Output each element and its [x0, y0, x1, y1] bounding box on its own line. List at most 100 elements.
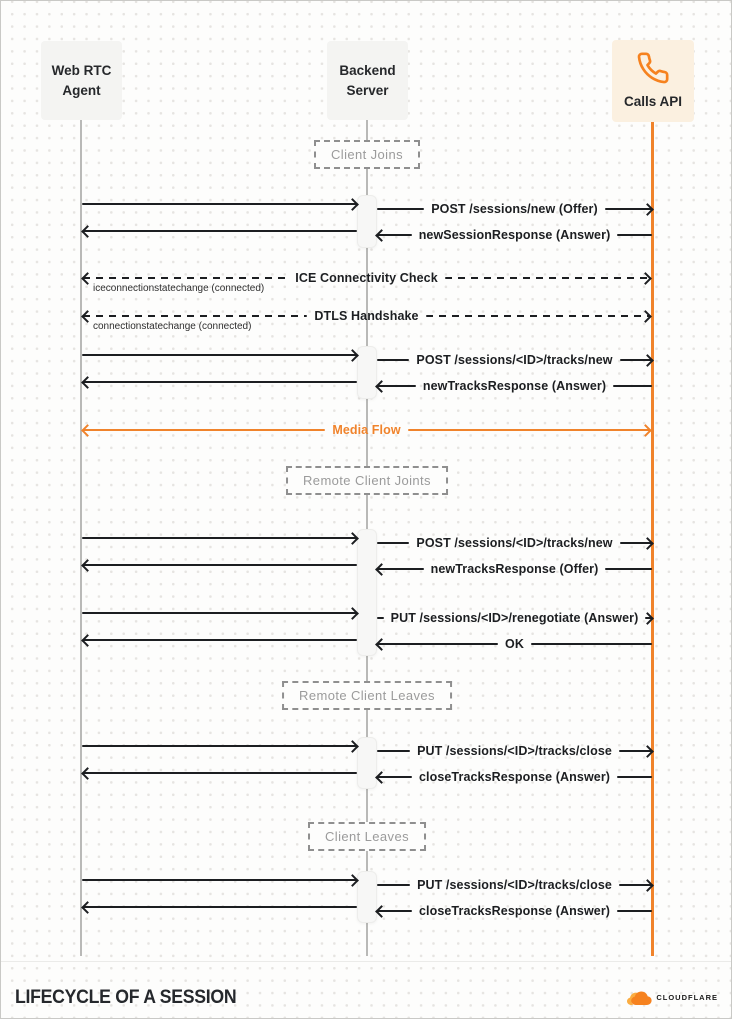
- arrow-line: [613, 384, 653, 388]
- request-arrow: POST /sessions/new (Offer): [377, 200, 654, 218]
- actor-label: Web RTC: [51, 62, 112, 78]
- actor-box-calls-api: Calls API: [612, 40, 694, 122]
- arrow-line: [83, 380, 357, 384]
- arrowhead-left-icon: [375, 228, 388, 242]
- response-arrow: newSessionResponse (Answer): [375, 226, 653, 244]
- response-arrow: OK: [375, 635, 653, 653]
- section-label: Remote Client Leaves: [282, 681, 452, 710]
- message-label: newSessionResponse (Answer): [418, 228, 611, 242]
- request-arrow: [82, 195, 359, 213]
- arrowhead-right-icon: [641, 202, 654, 216]
- message-label: newTracksResponse (Offer): [430, 562, 599, 576]
- message-label: closeTracksResponse (Answer): [418, 770, 611, 784]
- arrowhead-right-icon: [639, 309, 652, 323]
- message-label: closeTracksResponse (Answer): [418, 904, 611, 918]
- arrow-line: [407, 428, 650, 432]
- message-label: OK: [505, 637, 524, 651]
- arrow-line: [619, 541, 652, 545]
- arrow-line: [377, 883, 411, 887]
- arrow-line: [83, 563, 357, 567]
- arrow-line: [377, 909, 412, 913]
- arrow-line: [605, 567, 652, 571]
- activation-bar: [357, 195, 377, 248]
- phone-icon: [636, 51, 670, 85]
- arrowhead-left-icon: [81, 271, 94, 285]
- request-arrow: [82, 604, 359, 622]
- arrow-line: [618, 883, 652, 887]
- response-arrow: [81, 898, 357, 916]
- footer-divider: [1, 961, 731, 962]
- arrowhead-left-icon: [81, 224, 94, 238]
- message-label: newTracksResponse (Answer): [422, 379, 607, 393]
- arrowhead-right-icon: [346, 531, 359, 545]
- activation-bar: [357, 346, 377, 399]
- response-arrow: [81, 373, 357, 391]
- handshake-sublabel: iceconnectionstatechange (connected): [93, 283, 265, 294]
- arrow-line: [82, 878, 357, 882]
- message-label: POST /sessions/<ID>/tracks/new: [416, 536, 613, 550]
- arrow-line: [83, 229, 357, 233]
- message-label: PUT /sessions/<ID>/tracks/close: [417, 878, 612, 892]
- arrow-line: [619, 358, 652, 362]
- request-arrow: POST /sessions/<ID>/tracks/new: [377, 351, 654, 369]
- arrow-line: [82, 611, 357, 615]
- response-arrow: closeTracksResponse (Answer): [375, 768, 653, 786]
- arrowhead-left-icon: [81, 900, 94, 914]
- response-arrow: [81, 222, 357, 240]
- arrow-line: [82, 536, 357, 540]
- arrowhead-left-icon: [81, 375, 94, 389]
- handshake-arrow: DTLS Handshake: [81, 307, 652, 325]
- arrow-line: [377, 616, 384, 620]
- arrow-line: [444, 276, 651, 280]
- message-label: PUT /sessions/<ID>/renegotiate (Answer): [390, 611, 639, 625]
- actor-label: Agent: [62, 82, 101, 98]
- actor-label: Server: [346, 82, 389, 98]
- actor-box-web-rtc-agent: Web RTC Agent: [41, 41, 122, 120]
- section-label: Remote Client Joints: [286, 466, 448, 495]
- arrowhead-right-icon: [346, 739, 359, 753]
- response-arrow: [81, 556, 357, 574]
- cloudflare-cloud-icon: [626, 989, 652, 1006]
- arrow-line: [377, 749, 411, 753]
- arrow-line: [82, 744, 357, 748]
- message-label: POST /sessions/<ID>/tracks/new: [416, 353, 613, 367]
- request-arrow: PUT /sessions/<ID>/renegotiate (Answer): [377, 609, 654, 627]
- message-label: Media Flow: [332, 423, 401, 437]
- arrow-line: [82, 202, 357, 206]
- arrow-line: [530, 642, 653, 646]
- actor-label: Backend: [339, 62, 396, 78]
- actor-label: Calls API: [623, 93, 683, 109]
- response-arrow: [81, 764, 357, 782]
- arrow-line: [83, 428, 326, 432]
- arrow-line: [83, 905, 357, 909]
- arrowhead-right-icon: [346, 348, 359, 362]
- arrow-line: [618, 749, 652, 753]
- arrowhead-right-icon: [639, 423, 652, 437]
- arrow-line: [377, 358, 410, 362]
- arrow-line: [83, 314, 308, 318]
- arrowhead-left-icon: [81, 423, 94, 437]
- arrow-line: [82, 353, 357, 357]
- request-arrow: PUT /sessions/<ID>/tracks/close: [377, 742, 654, 760]
- lifeline-calls-api: [650, 122, 654, 956]
- arrowhead-left-icon: [81, 633, 94, 647]
- media-flow-arrow: Media Flow: [81, 421, 652, 439]
- arrow-line: [377, 775, 412, 779]
- lifeline-web-rtc-agent: [80, 120, 82, 956]
- arrow-line: [645, 616, 653, 620]
- request-arrow: POST /sessions/<ID>/tracks/new: [377, 534, 654, 552]
- arrow-line: [377, 233, 412, 237]
- section-label: Client Joins: [314, 140, 420, 169]
- response-arrow: newTracksResponse (Offer): [375, 560, 652, 578]
- arrowhead-right-icon: [641, 536, 654, 550]
- arrowhead-right-icon: [641, 611, 654, 625]
- handshake-arrow: ICE Connectivity Check: [81, 269, 652, 287]
- handshake-sublabel: connectionstatechange (connected): [93, 321, 252, 332]
- arrow-line: [83, 638, 357, 642]
- request-arrow: [82, 529, 359, 547]
- activation-bar: [357, 871, 377, 923]
- arrowhead-right-icon: [346, 197, 359, 211]
- arrowhead-left-icon: [375, 379, 388, 393]
- arrow-line: [377, 384, 416, 388]
